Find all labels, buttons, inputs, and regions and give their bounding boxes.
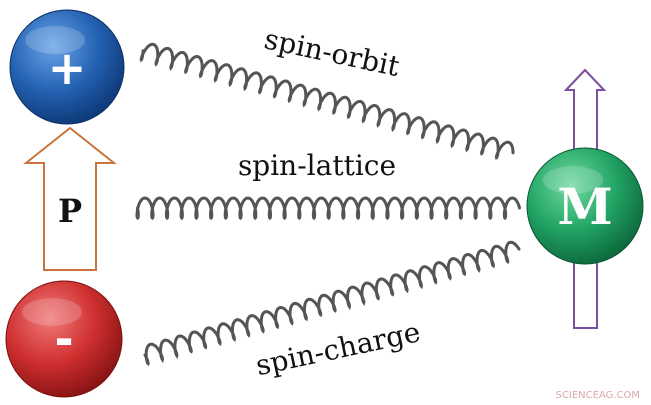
positive-charge bbox=[9, 9, 125, 125]
negative-charge bbox=[5, 280, 123, 398]
spin-orbit-spring bbox=[139, 42, 515, 160]
spin-lattice-spring bbox=[135, 196, 521, 221]
positive-symbol: + bbox=[48, 41, 87, 95]
spin-charge-spring bbox=[143, 240, 521, 366]
negative-symbol: - bbox=[54, 312, 73, 366]
watermark: SCIENCEAG.COM bbox=[556, 390, 640, 401]
polarization-arrow bbox=[23, 126, 117, 271]
spin-lattice-label: spin-lattice bbox=[238, 149, 396, 182]
magnetization-label: M bbox=[557, 177, 612, 236]
polarization-label: P bbox=[58, 192, 82, 230]
spin-orbit-label: spin-orbit bbox=[261, 22, 403, 83]
magnetization-sphere bbox=[526, 147, 644, 265]
